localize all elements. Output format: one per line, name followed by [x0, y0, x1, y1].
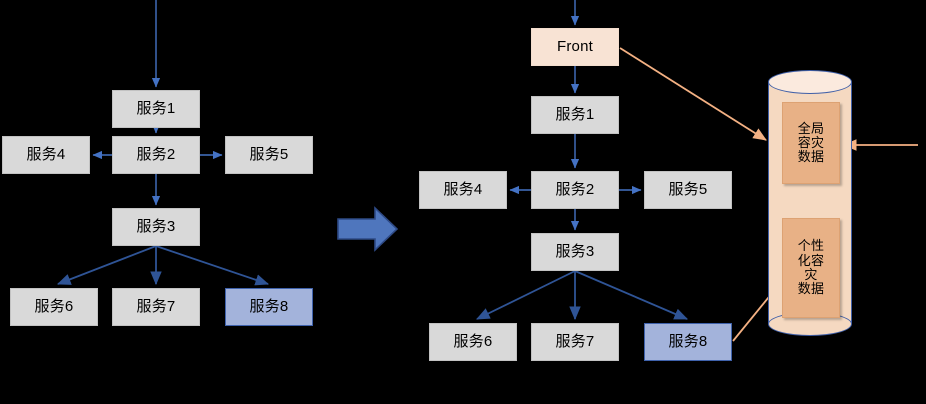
node-label: 服务7	[555, 332, 595, 350]
node-service-6-before[interactable]: 服务6	[10, 288, 98, 326]
datastore-label-line: 数据	[797, 149, 825, 165]
node-label: 服务4	[26, 145, 66, 163]
node-label: 服务3	[136, 217, 176, 235]
node-label: 服务2	[555, 180, 595, 198]
datastore-label-line: 全局	[797, 120, 825, 136]
node-label: 服务3	[555, 242, 595, 260]
node-label: Front	[556, 37, 593, 55]
node-service-5-before[interactable]: 服务5	[225, 136, 313, 174]
node-label: 服务1	[555, 105, 595, 123]
datastore-label-line: 容灾	[797, 134, 825, 150]
node-service-7-before[interactable]: 服务7	[112, 288, 200, 326]
datastore-label-line: 化容	[797, 252, 825, 268]
node-service-3-after[interactable]: 服务3	[531, 233, 619, 271]
cylinder-top-ellipse	[768, 70, 852, 94]
node-service-8-after[interactable]: 服务8	[644, 323, 732, 361]
node-service-3-before[interactable]: 服务3	[112, 208, 200, 246]
node-service-6-after[interactable]: 服务6	[429, 323, 517, 361]
node-label: 服务2	[136, 145, 176, 163]
node-service-1-before[interactable]: 服务1	[112, 90, 200, 128]
node-label: 服务5	[668, 180, 708, 198]
node-service-7-after[interactable]: 服务7	[531, 323, 619, 361]
node-service-1-after[interactable]: 服务1	[531, 96, 619, 134]
datastore-box-personalized-dr-data[interactable]: 个性 化容 灾 数据	[782, 218, 840, 318]
node-label: 服务7	[136, 297, 176, 315]
node-label: 服务6	[34, 297, 74, 315]
datastore-label-line: 灾	[804, 267, 818, 282]
transformation-arrow-icon	[337, 206, 399, 252]
node-label: 服务1	[136, 99, 176, 117]
datastore-label-line: 个性	[797, 238, 825, 254]
datastore-box-global-dr-data[interactable]: 全局 容灾 数据	[782, 102, 840, 184]
node-label: 服务8	[668, 332, 708, 350]
node-label: 服务8	[249, 297, 289, 315]
node-front[interactable]: Front	[531, 28, 619, 66]
node-service-5-after[interactable]: 服务5	[644, 171, 732, 209]
node-service-4-after[interactable]: 服务4	[419, 171, 507, 209]
datastore-label-line: 数据	[797, 281, 825, 297]
node-service-2-before[interactable]: 服务2	[112, 136, 200, 174]
node-service-4-before[interactable]: 服务4	[2, 136, 90, 174]
node-label: 服务4	[443, 180, 483, 198]
node-label: 服务5	[249, 145, 289, 163]
node-label: 服务6	[453, 332, 493, 350]
node-service-8-before[interactable]: 服务8	[225, 288, 313, 326]
node-service-2-after[interactable]: 服务2	[531, 171, 619, 209]
